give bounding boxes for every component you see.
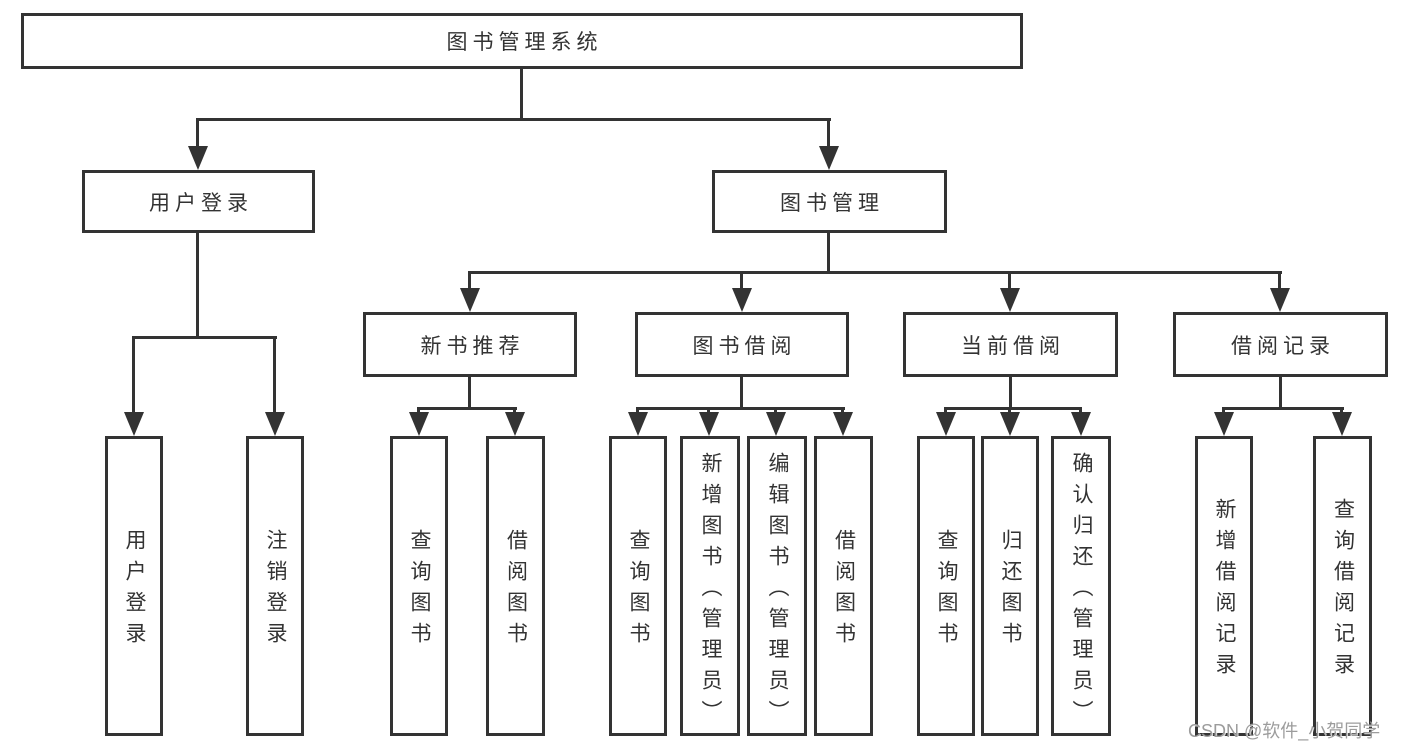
- arrow-new-book-leaf-2: [505, 407, 525, 436]
- leaf-borrow-query-book: 查询图书: [609, 436, 667, 736]
- arrow-book-borrow-leaf-2: [699, 407, 719, 436]
- arrow-to-new-book: [460, 271, 480, 312]
- connector-book-borrow-stem: [740, 377, 743, 407]
- leaf-borrow-book-label: 借阅图书: [832, 529, 856, 653]
- arrow-to-borrow-records: [1270, 271, 1290, 312]
- arrow-to-user-login: [188, 118, 208, 170]
- leaf-new-book-borrow-label: 借阅图书: [504, 529, 528, 653]
- arrow-to-book-borrow: [732, 271, 752, 312]
- node-library-management-system: 图书管理系统: [21, 13, 1023, 69]
- arrow-to-book-management: [819, 118, 839, 170]
- connector-book-management-stem: [827, 233, 830, 271]
- connector-book-management-rail: [468, 271, 1282, 274]
- arrow-to-leaf-user-login: [124, 336, 144, 436]
- node-user-login: 用户登录: [82, 170, 315, 233]
- leaf-confirm-return-admin: 确认归还（管理员）: [1051, 436, 1111, 736]
- arrow-new-book-leaf-1: [409, 407, 429, 436]
- arrow-current-borrow-leaf-2: [1000, 407, 1020, 436]
- node-book-borrow: 图书借阅: [635, 312, 849, 377]
- leaf-add-book-admin-label: 新增图书（管理员）: [699, 451, 722, 731]
- leaf-current-query-book-label: 查询图书: [935, 529, 958, 653]
- node-borrow-records: 借阅记录: [1173, 312, 1388, 377]
- connector-user-login-stem: [196, 233, 199, 336]
- arrow-to-current-borrow: [1000, 271, 1020, 312]
- connector-borrow-records-rail: [1222, 407, 1344, 410]
- leaf-new-book-query: 查询图书: [390, 436, 448, 736]
- leaf-add-book-admin: 新增图书（管理员）: [680, 436, 740, 736]
- connector-root-rail: [197, 118, 831, 121]
- leaf-user-login-label: 用户登录: [123, 529, 146, 653]
- connector-user-login-rail: [132, 336, 277, 339]
- leaf-logout: 注销登录: [246, 436, 304, 736]
- arrow-borrow-records-leaf-2: [1332, 407, 1352, 436]
- connector-current-borrow-rail: [944, 407, 1081, 410]
- leaf-borrow-book: 借阅图书: [814, 436, 873, 736]
- leaf-query-borrow-record-label: 查询借阅记录: [1331, 498, 1355, 684]
- arrow-book-borrow-leaf-4: [833, 407, 853, 436]
- leaf-return-book-label: 归还图书: [999, 529, 1022, 653]
- connector-current-borrow-stem: [1009, 377, 1012, 407]
- arrow-book-borrow-leaf-3: [766, 407, 786, 436]
- leaf-borrow-query-book-label: 查询图书: [627, 529, 650, 653]
- node-new-book-recommend: 新书推荐: [363, 312, 577, 377]
- csdn-watermark: CSDN @软件_小贺同学: [1188, 721, 1381, 741]
- leaf-add-borrow-record: 新增借阅记录: [1195, 436, 1253, 736]
- leaf-query-borrow-record: 查询借阅记录: [1313, 436, 1372, 736]
- arrow-borrow-records-leaf-1: [1214, 407, 1234, 436]
- leaf-user-login: 用户登录: [105, 436, 163, 736]
- node-book-management: 图书管理: [712, 170, 947, 233]
- arrow-current-borrow-leaf-1: [936, 407, 956, 436]
- leaf-confirm-return-admin-label: 确认归还（管理员）: [1070, 451, 1093, 731]
- connector-root-stem: [520, 69, 523, 118]
- arrow-to-leaf-logout: [265, 336, 285, 436]
- node-current-borrow: 当前借阅: [903, 312, 1118, 377]
- connector-book-borrow-rail: [636, 407, 845, 410]
- leaf-new-book-borrow: 借阅图书: [486, 436, 545, 736]
- leaf-current-query-book: 查询图书: [917, 436, 975, 736]
- connector-borrow-records-stem: [1279, 377, 1282, 407]
- leaf-add-borrow-record-label: 新增借阅记录: [1213, 498, 1236, 684]
- connector-new-book-stem: [468, 377, 471, 407]
- leaf-edit-book-admin: 编辑图书（管理员）: [747, 436, 807, 736]
- leaf-edit-book-admin-label: 编辑图书（管理员）: [766, 451, 789, 731]
- leaf-return-book: 归还图书: [981, 436, 1039, 736]
- arrow-book-borrow-leaf-1: [628, 407, 648, 436]
- connector-new-book-rail: [417, 407, 517, 410]
- leaf-new-book-query-label: 查询图书: [408, 529, 431, 653]
- arrow-current-borrow-leaf-3: [1071, 407, 1091, 436]
- leaf-logout-label: 注销登录: [264, 529, 287, 653]
